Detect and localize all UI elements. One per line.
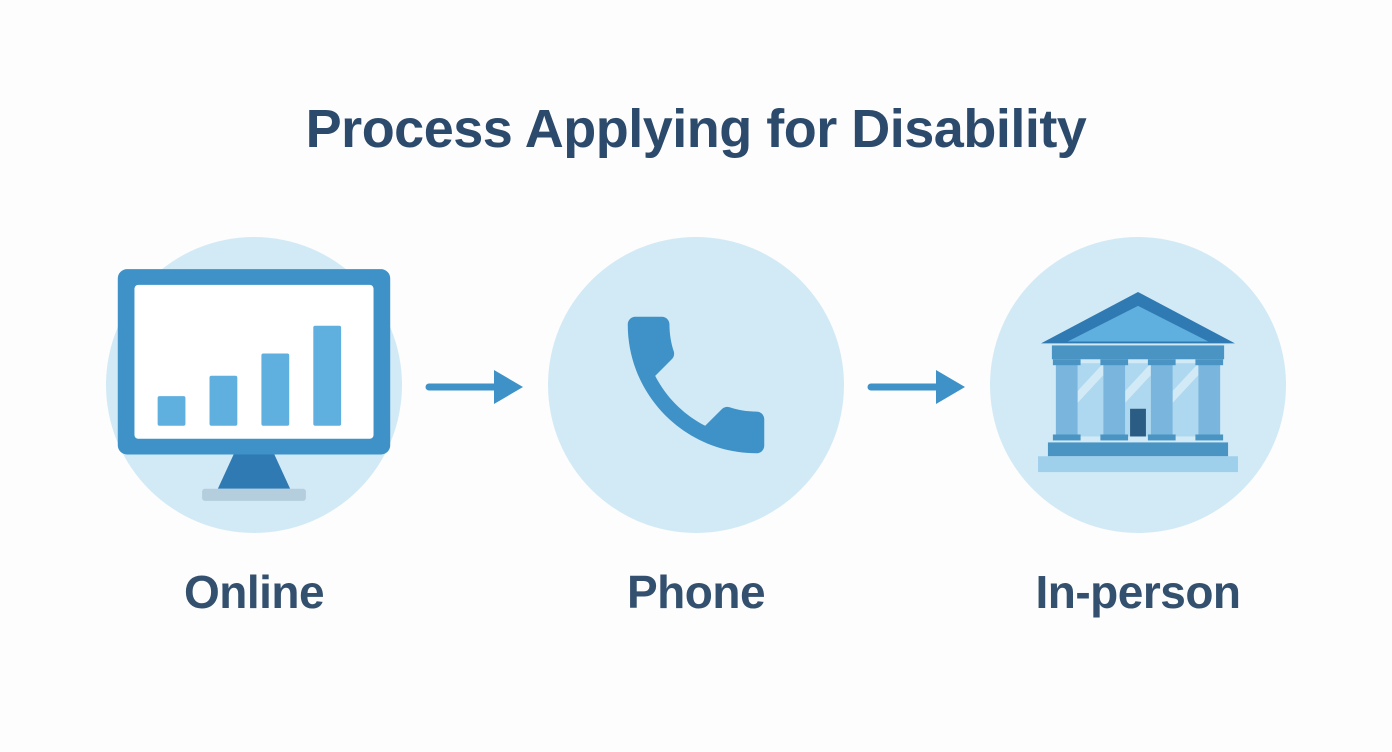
connector-2 (844, 365, 990, 409)
arrow-right-icon (425, 370, 523, 404)
arrow-right-icon (867, 370, 965, 404)
step-label: Phone (626, 566, 766, 618)
bank-building-icon (1038, 291, 1238, 473)
diagram-title: Process Applying for Disability (305, 99, 1087, 159)
monitor-bar-chart-icon (117, 269, 391, 501)
step-in-person: In-person (990, 237, 1286, 619)
step-circle (548, 237, 844, 533)
connector-1 (402, 365, 548, 409)
step-circle (106, 237, 402, 533)
step-label: Online (183, 566, 325, 618)
process-steps-row: Online Phone (0, 237, 1392, 619)
step-circle (990, 237, 1286, 533)
step-label: In-person (1035, 566, 1241, 618)
phone-handset-icon (627, 316, 765, 454)
step-online: Online (106, 237, 402, 619)
step-phone: Phone (548, 237, 844, 619)
